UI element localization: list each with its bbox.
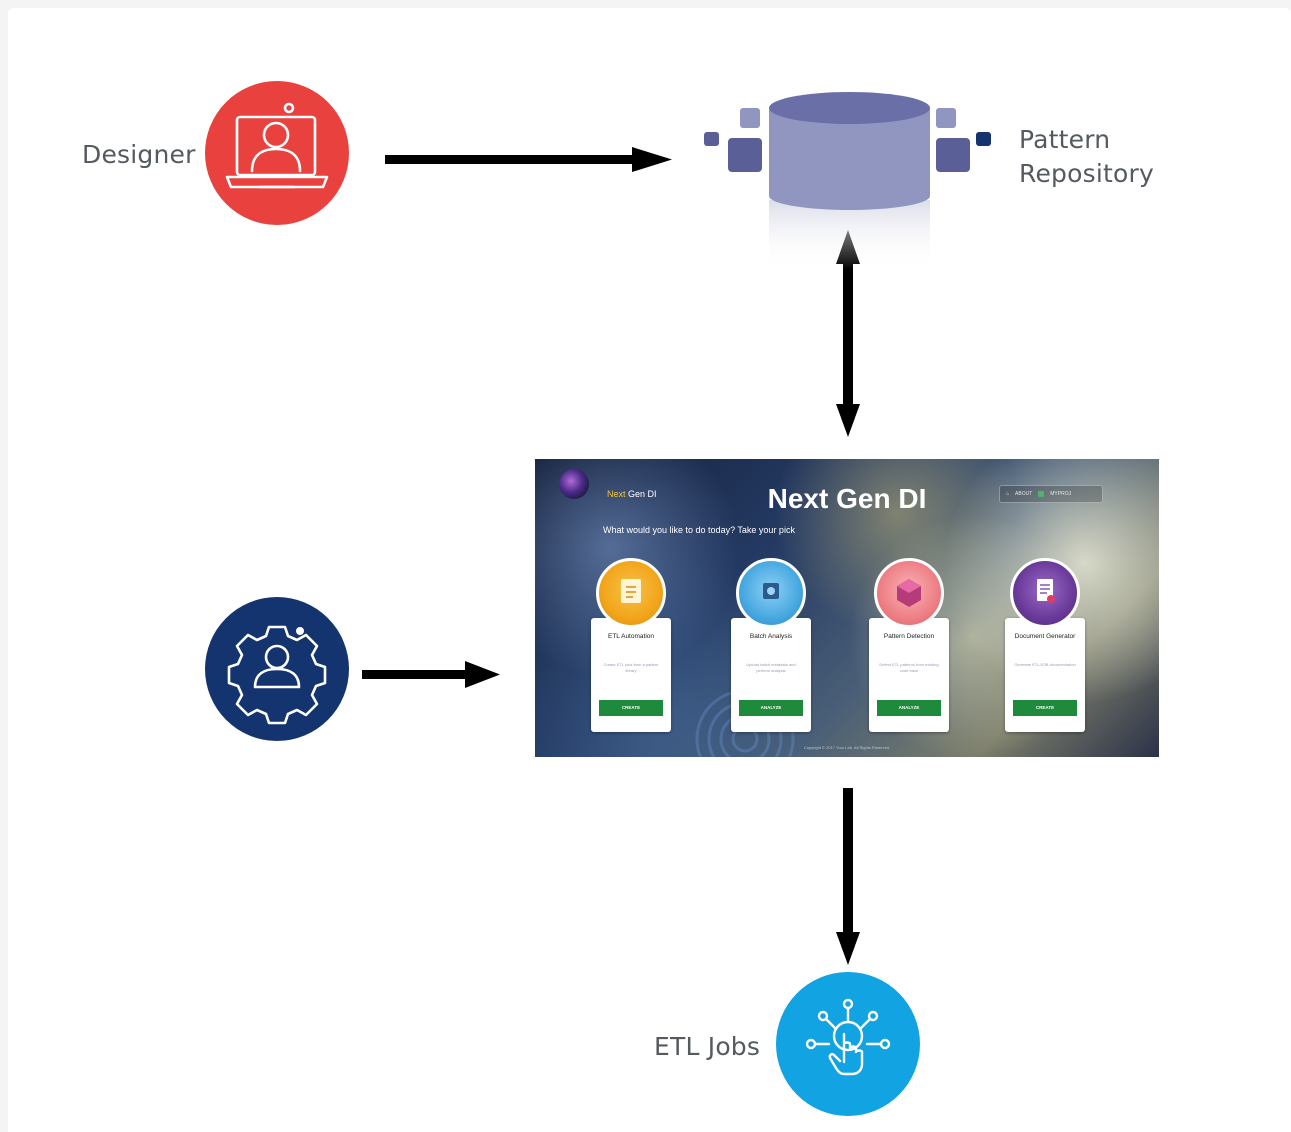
network-touch-icon <box>805 998 891 1076</box>
app-brand-rest: Gen DI <box>625 489 657 499</box>
etl-jobs-label: ETL Jobs <box>654 1032 761 1061</box>
batch-icon <box>736 558 806 628</box>
gear-user-icon <box>227 625 327 725</box>
database-icon <box>704 92 991 270</box>
app-screenshot: Next Gen DI Next Gen DI What would you l… <box>535 459 1159 757</box>
nav-user[interactable]: MYPROJ <box>1050 491 1072 497</box>
card-desc: Detect ETL patterns from existing code b… <box>879 662 939 673</box>
card-desc: Upload batch metadata and perform analys… <box>746 662 796 673</box>
card-title: Batch Analysis <box>749 633 793 640</box>
repository-label-line1: Pattern <box>1019 125 1111 154</box>
create-button[interactable]: CREATE <box>1013 700 1077 716</box>
app-brand-accent: Next <box>607 489 626 499</box>
arrow-engine-to-app <box>362 661 500 688</box>
home-icon[interactable]: ⌂ <box>1006 491 1010 497</box>
designer-node <box>205 81 349 225</box>
card-desc: Create ETL jobs from a pattern library <box>603 662 659 673</box>
cube-icon <box>874 558 944 628</box>
arrow-designer-to-repository <box>385 147 672 172</box>
app-footer: Copyright © 2017 Your Lab. All Rights Re… <box>803 745 891 750</box>
card-desc: Generate ETL/JOB documentation <box>1014 662 1076 667</box>
engine-node <box>205 597 349 741</box>
card-document-generator: Document Generator Generate ETL/JOB docu… <box>1005 618 1085 732</box>
card-title: Document Generator <box>1014 633 1076 640</box>
card-batch-analysis: Batch Analysis Upload batch metadata and… <box>731 618 811 732</box>
app-title: Next Gen DI <box>767 483 927 514</box>
app-brand: Next Gen DI <box>607 489 657 499</box>
app-subtitle: What would you like to do today? Take yo… <box>603 525 795 535</box>
nav-about[interactable]: ABOUT <box>1015 491 1033 497</box>
user-icon <box>1038 491 1045 497</box>
repository-label-line2: Repository <box>1019 159 1154 188</box>
repository-label: Pattern Repository <box>1019 123 1154 191</box>
designer-label: Designer <box>82 140 196 169</box>
app-logo <box>559 469 589 499</box>
card-title: ETL Automation <box>607 633 654 640</box>
create-button[interactable]: CREATE <box>599 700 663 716</box>
card-etl-automation: ETL Automation Create ETL jobs from a pa… <box>591 618 671 732</box>
etl-jobs-node <box>776 972 920 1116</box>
analyze-button[interactable]: ANALYZE <box>877 700 941 716</box>
analyze-button[interactable]: ANALYZE <box>739 700 803 716</box>
app-nav: ⌂ ABOUT MYPROJ <box>999 485 1103 503</box>
card-title: Pattern Detection <box>883 633 935 640</box>
card-pattern-detection: Pattern Detection Detect ETL patterns fr… <box>869 618 949 732</box>
document-icon <box>1010 558 1080 628</box>
laptop-user-icon <box>225 102 329 189</box>
notepad-icon <box>596 558 666 628</box>
arrow-app-to-etl-jobs <box>836 788 860 965</box>
